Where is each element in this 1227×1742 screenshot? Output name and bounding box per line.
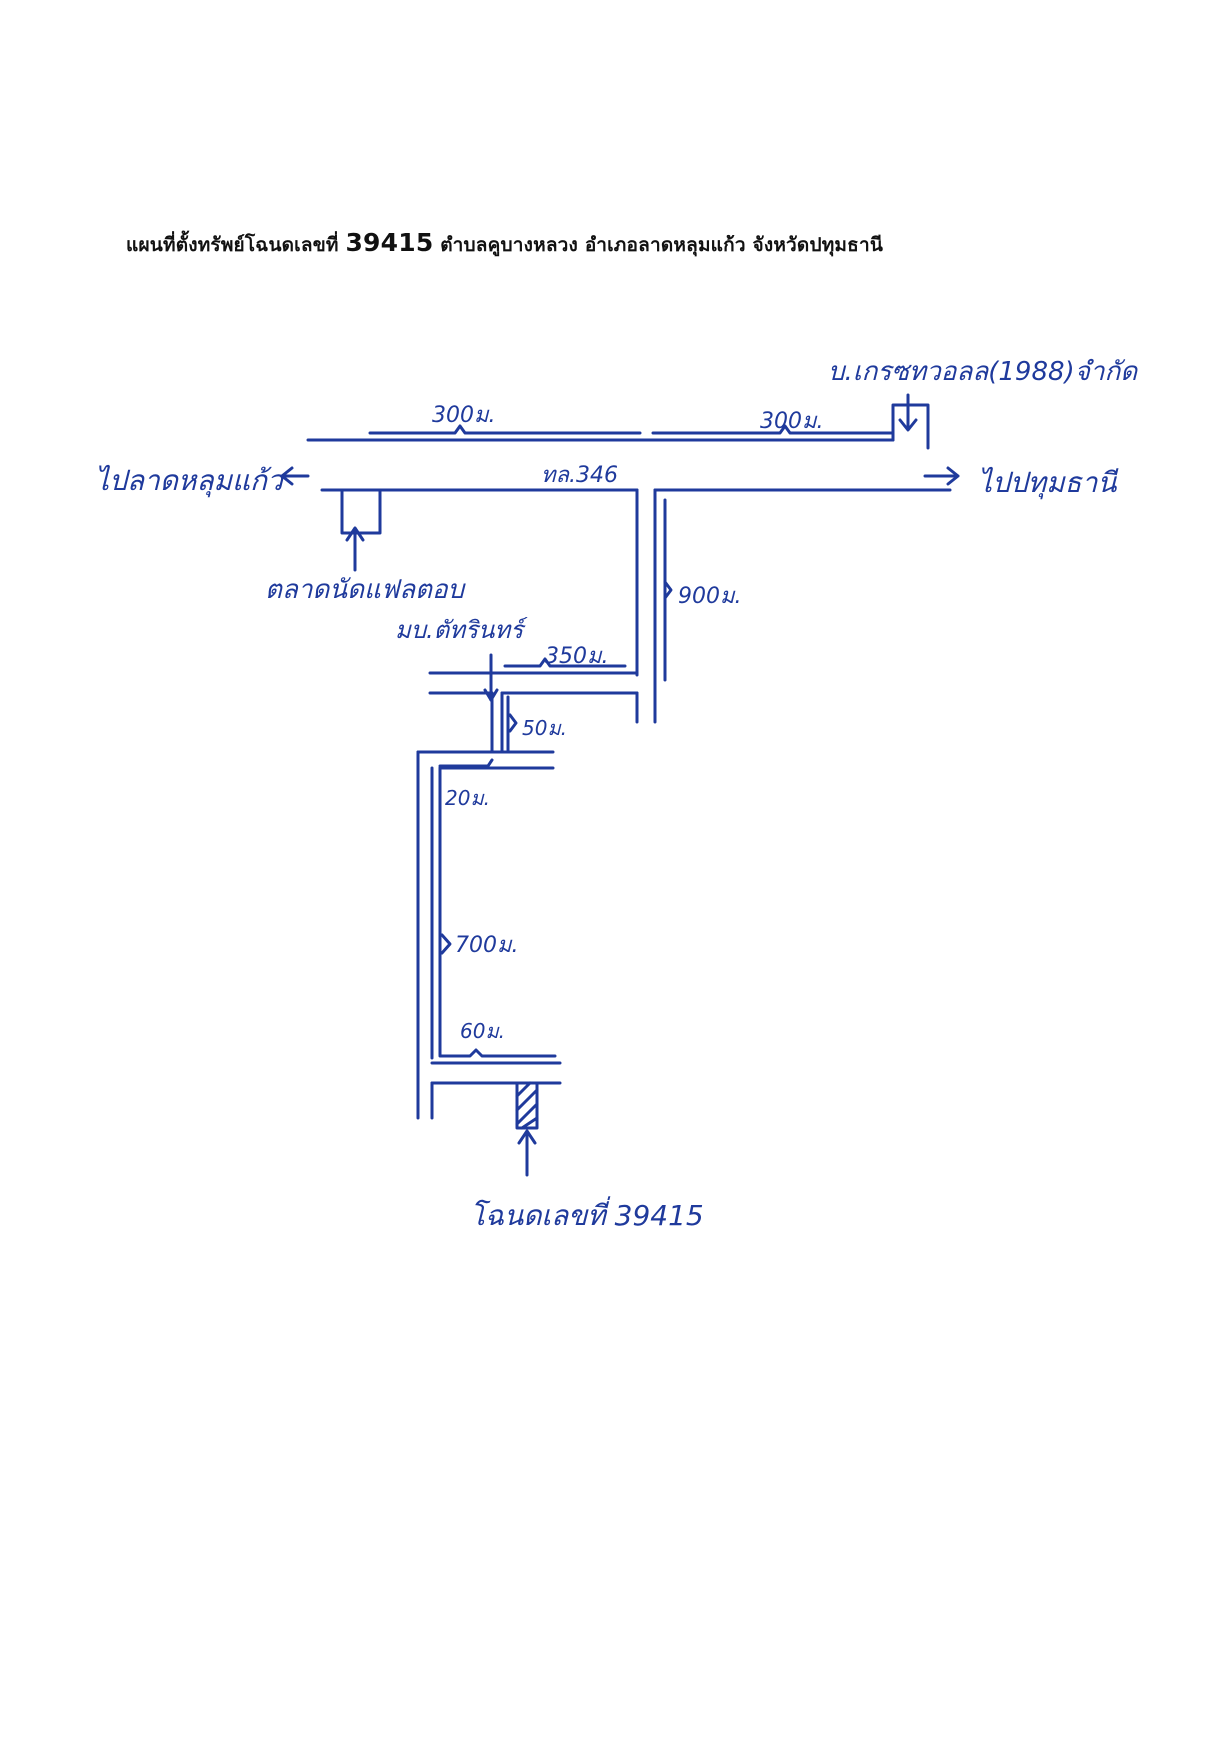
label-dist-50: 50ม.	[522, 716, 567, 740]
title-suffix: ตำบลคูบางหลวง อำเภอลาดหลุมแก้ว จังหวัดปท…	[440, 234, 884, 256]
dimension-line-20	[438, 758, 494, 768]
plot-hatching	[515, 1081, 539, 1130]
plot-arrow	[517, 1129, 537, 1177]
page-title: แผนที่ตั้งทรัพย์โฉนดเลขที่ 39415 ตำบลคูบ…	[126, 228, 883, 260]
title-prefix: แผนที่ตั้งทรัพย์โฉนดเลขที่	[126, 234, 339, 256]
company-building	[891, 403, 930, 450]
label-dist-700: 700ม.	[455, 933, 519, 958]
dimension-line-350	[503, 657, 627, 668]
label-village: มบ.ตัทรินทร์	[395, 616, 528, 644]
label-to-lat-lum-kaeo: ไปลาดหลุมแก้ว	[95, 464, 285, 498]
label-plot: โฉนดเลขที่ 39415	[470, 1196, 704, 1232]
title-deed-number: 39415	[345, 228, 434, 257]
dimension-line-300-right	[651, 424, 894, 435]
label-to-pathum-thani: ไปปทุมธานี	[978, 466, 1119, 500]
label-company: บ.เกรซทวอลล(1988)จำกัด	[828, 357, 1138, 387]
arrow-to-pathum-thani	[923, 466, 960, 486]
dimension-line-300-left	[368, 424, 642, 435]
label-dist-60: 60ม.	[460, 1019, 505, 1043]
label-highway: ทล.346	[541, 463, 618, 488]
arrow-to-lat-lum-kaeo	[280, 466, 310, 486]
label-market: ตลาดนัดแฟลตอบ	[265, 575, 467, 605]
company-arrow	[898, 393, 918, 432]
label-dist-350: 350ม.	[545, 644, 609, 669]
market-building	[340, 488, 382, 535]
label-dist-300-left: 300ม.	[432, 403, 496, 428]
dimension-mark-700	[440, 933, 452, 955]
dimension-line-60	[438, 1048, 557, 1058]
market-arrow	[345, 526, 365, 572]
connector-50-dimension-mark	[508, 713, 518, 733]
soi-900-dimension-mark	[663, 580, 673, 600]
label-dist-300-right: 300ม.	[760, 409, 824, 434]
label-dist-20: 20ม.	[445, 786, 490, 810]
label-dist-900: 900ม.	[678, 584, 742, 609]
